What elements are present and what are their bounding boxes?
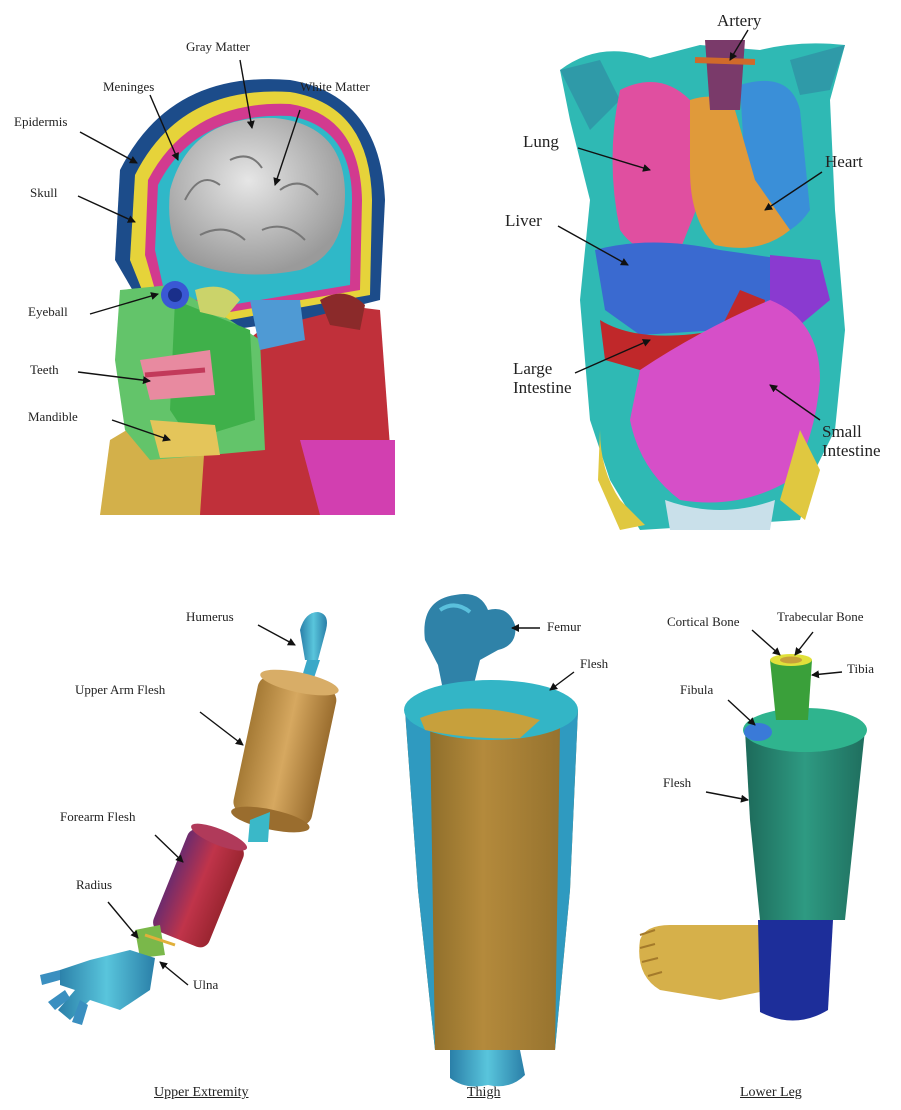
radius-label: Radius: [76, 878, 112, 892]
tibia-leader: [812, 672, 842, 675]
gray-matter-label: Gray Matter: [186, 40, 250, 54]
upper-arm-flesh-label: Upper Arm Flesh: [75, 683, 165, 697]
humerus-leader: [258, 625, 295, 645]
forearm-flesh-label: Forearm Flesh: [60, 810, 135, 824]
upper-arm-flesh-leader: [200, 712, 243, 745]
eyeball-label: Eyeball: [28, 305, 68, 319]
artery-label: Artery: [717, 12, 761, 30]
meninges-label: Meninges: [103, 80, 154, 94]
white-matter-label: White Matter: [300, 80, 370, 94]
lung-label: Lung: [523, 133, 559, 151]
forearm-flesh-leader: [155, 835, 183, 862]
cortical-bone-label: Cortical Bone: [667, 615, 740, 629]
thigh-flesh-leader: [550, 672, 574, 690]
large-intestine-label: Large Intestine: [513, 360, 572, 397]
ulna-label: Ulna: [193, 978, 218, 992]
thigh-flesh-label: Flesh: [580, 657, 608, 671]
skull-label: Skull: [30, 186, 57, 200]
radius-leader: [108, 902, 138, 938]
small-intestine-label: Small Intestine: [822, 423, 881, 460]
cortical-bone-leader: [752, 630, 780, 655]
teeth-label: Teeth: [30, 363, 59, 377]
trabecular-bone-leader: [795, 632, 813, 655]
fibula-label: Fibula: [680, 683, 713, 697]
leg-flesh-label: Flesh: [663, 776, 691, 790]
epidermis-label: Epidermis: [14, 115, 67, 129]
upper-extremity-caption: Upper Extremity: [154, 1085, 248, 1101]
humerus-label: Humerus: [186, 610, 234, 624]
leg-flesh-leader: [706, 792, 748, 800]
torso-model: [558, 30, 845, 530]
mandible-label: Mandible: [28, 410, 78, 424]
head-model: [78, 60, 395, 515]
lower-leg-model: [639, 630, 867, 1021]
tibia-label: Tibia: [847, 662, 874, 676]
trabecular-bone-label: Trabecular Bone: [777, 610, 864, 624]
femur-label: Femur: [547, 620, 581, 634]
thigh-model: [404, 594, 578, 1086]
epidermis-leader: [80, 132, 137, 163]
heart-label: Heart: [825, 153, 863, 171]
thigh-caption: Thigh: [467, 1085, 500, 1101]
fibula-leader: [728, 700, 755, 725]
lower-leg-caption: Lower Leg: [740, 1085, 802, 1101]
liver-label: Liver: [505, 212, 542, 230]
ulna-leader: [160, 962, 188, 985]
